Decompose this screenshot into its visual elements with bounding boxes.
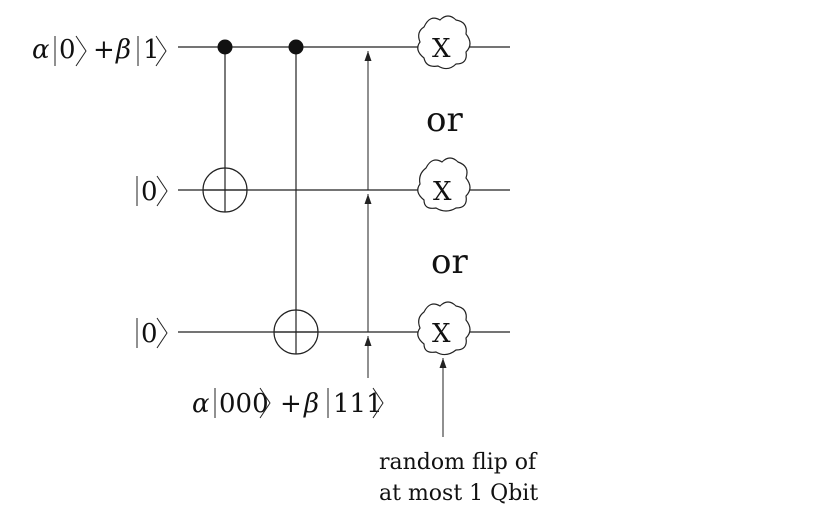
- encoded-state-label: α 000 + β 111: [192, 387, 384, 419]
- cnot-gate-2: [273, 39, 319, 355]
- noise-x-gate-1: X: [417, 157, 471, 212]
- beta-symbol: β: [303, 389, 319, 419]
- plus-sign: +: [93, 35, 115, 65]
- ket-value: 0: [59, 35, 76, 65]
- control-dot: [288, 39, 304, 55]
- x-gate-label: X: [432, 319, 451, 349]
- input-label-q1: 0: [136, 175, 168, 207]
- ket-angle: [259, 387, 271, 419]
- noise-note-line-1: random flip of: [379, 450, 538, 475]
- ket-angle: [156, 317, 168, 349]
- noise-annotation-arrow: [439, 358, 447, 437]
- noise-blob: [417, 157, 471, 212]
- input-label-q2: 0: [136, 317, 168, 349]
- ket-angle: [156, 175, 168, 207]
- ket-value: 111: [333, 389, 383, 419]
- ket-angle: [155, 35, 167, 67]
- noise-x-gate-2: X: [417, 301, 471, 356]
- x-gate-label: X: [432, 34, 451, 64]
- arrow-head: [439, 358, 447, 368]
- alpha-symbol: α: [32, 35, 50, 65]
- arrow-head: [364, 51, 372, 61]
- cnot-gate-1: [202, 39, 248, 213]
- or-label: or: [426, 100, 463, 140]
- beta-symbol: β: [115, 35, 131, 65]
- noise-x-gate-0: X: [417, 15, 471, 70]
- plus-sign: +: [280, 389, 302, 419]
- input-label-q0: α 0 + β 1: [32, 35, 167, 67]
- ket-value: 1: [143, 35, 160, 65]
- noise-note-line-2: at most 1 Qbit: [379, 481, 538, 506]
- ket-value: 0: [141, 319, 158, 349]
- ket-value: 0: [141, 177, 158, 207]
- encoded-state-arrows: [364, 51, 372, 378]
- arrow-head: [364, 336, 372, 346]
- x-gate-label: X: [433, 177, 452, 207]
- or-label: or: [431, 242, 468, 282]
- arrow-head: [364, 194, 372, 204]
- ket-angle: [75, 35, 87, 67]
- control-dot: [217, 39, 233, 55]
- alpha-symbol: α: [192, 389, 210, 419]
- noise-blob: [417, 301, 471, 356]
- noise-blob: [417, 15, 471, 70]
- ket-value: 000: [219, 389, 269, 419]
- ket-angle: [372, 387, 384, 419]
